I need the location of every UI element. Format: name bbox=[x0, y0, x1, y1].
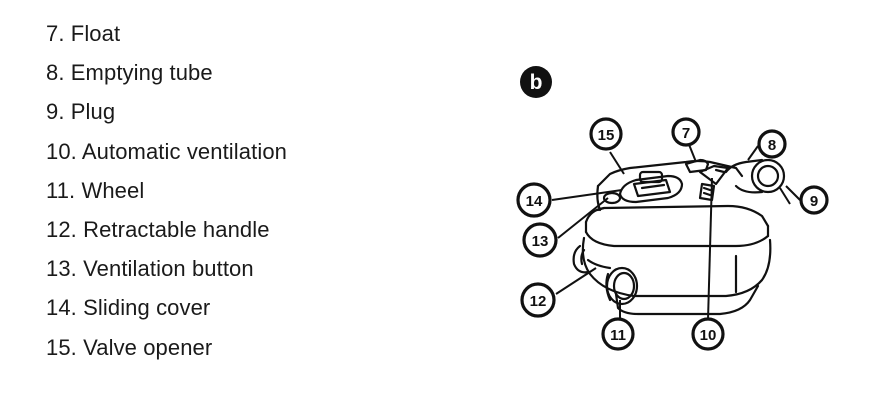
svg-text:14: 14 bbox=[526, 193, 543, 210]
svg-text:10: 10 bbox=[700, 327, 717, 344]
callout-15: 15 bbox=[589, 117, 623, 151]
leader-lines bbox=[551, 141, 801, 321]
svg-text:13: 13 bbox=[532, 233, 549, 250]
callout-14: 14 bbox=[516, 182, 552, 218]
legend-item-retractable-handle: 12. Retractable handle bbox=[46, 216, 270, 242]
legend-item-float: 7. Float bbox=[46, 21, 121, 46]
legend-item-sliding-cover: 14. Sliding cover bbox=[46, 295, 211, 321]
svg-text:9: 9 bbox=[810, 193, 818, 210]
callout-13: 13 bbox=[522, 222, 558, 258]
cassette-tank-figure: b bbox=[500, 60, 860, 360]
callout-9: 9 bbox=[799, 185, 829, 215]
callout-7: 7 bbox=[671, 117, 701, 147]
svg-text:12: 12 bbox=[530, 293, 547, 310]
parts-legend: 7. Float 8. Emptying tube 9. Plug 10. Au… bbox=[46, 14, 287, 367]
svg-text:b: b bbox=[530, 71, 543, 94]
legend-item-emptying-tube: 8. Emptying tube bbox=[46, 60, 213, 86]
callout-12: 12 bbox=[520, 282, 556, 318]
callout-11: 11 bbox=[601, 317, 635, 351]
legend-item-valve-opener: 15. Valve opener bbox=[46, 334, 213, 360]
svg-text:11: 11 bbox=[610, 327, 626, 344]
legend-item-plug: 9. Plug bbox=[46, 99, 116, 125]
legend-item-ventilation-button: 13. Ventilation button bbox=[46, 256, 254, 282]
legend-item-wheel: 11. Wheel bbox=[46, 177, 145, 203]
legend-item-automatic-ventilation: 10. Automatic ventilation bbox=[46, 138, 287, 164]
svg-text:15: 15 bbox=[598, 127, 615, 144]
tank-body bbox=[572, 158, 786, 316]
cassette-tank-illustration: b bbox=[516, 66, 829, 351]
callout-8: 8 bbox=[757, 129, 787, 159]
svg-text:7: 7 bbox=[682, 125, 690, 142]
callout-10: 10 bbox=[691, 317, 725, 351]
figure-badge: b bbox=[520, 66, 552, 98]
svg-text:8: 8 bbox=[768, 137, 776, 154]
